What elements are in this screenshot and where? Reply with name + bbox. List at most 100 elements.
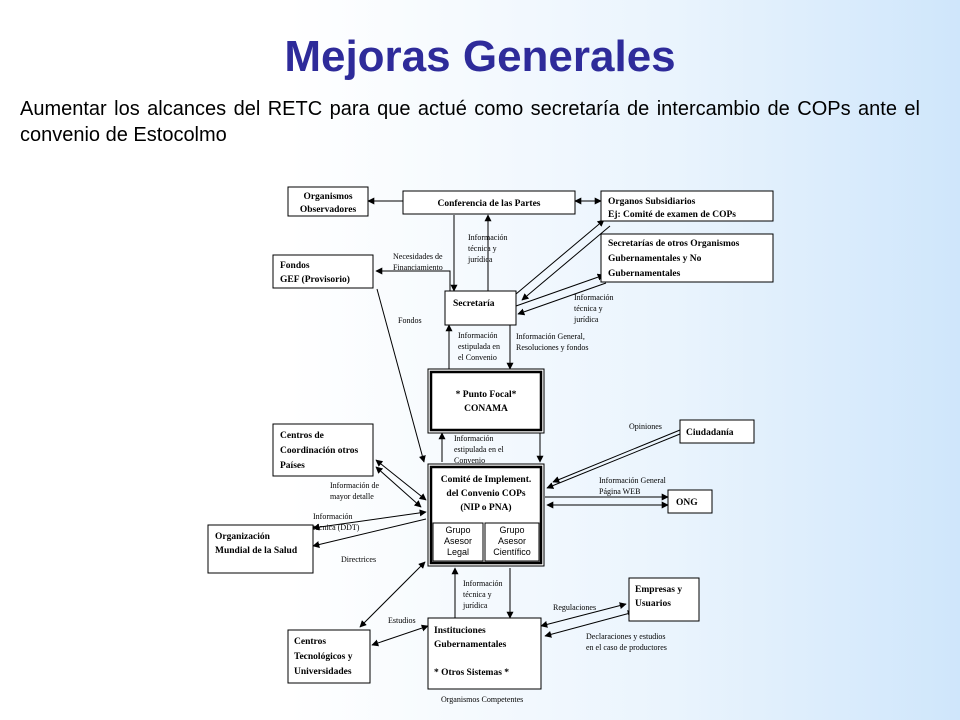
box-comite-line2: del Convenio COPs xyxy=(446,489,525,499)
label-line: Información xyxy=(454,434,494,443)
label-declaraciones: Declaraciones y estudios en el caso de p… xyxy=(586,632,667,652)
connectors xyxy=(312,197,681,647)
box-grupo-legal-line3: Legal xyxy=(447,547,469,557)
label-line: jurídica xyxy=(573,315,599,324)
box-oms-line2: Mundial de la Salud xyxy=(215,546,298,556)
label-info-tecnica-juridica-conferencia: Información técnica y jurídica xyxy=(467,233,508,264)
box-punto-focal-line2: CONAMA xyxy=(464,404,508,414)
box-conferencia: Conferencia de las Partes xyxy=(402,190,576,215)
box-instituciones-line3: * Otros Sistemas * xyxy=(434,668,509,678)
label-line: estipulada en el xyxy=(454,445,505,454)
label-line: Información xyxy=(458,331,498,340)
label-line: Necesidades de xyxy=(393,252,443,261)
label-line: Financiamiento xyxy=(393,263,443,272)
label-line: Regulaciones xyxy=(553,603,596,612)
box-centros-tecnologicos-line2: Tecnológicos y xyxy=(294,652,353,662)
label-info-estipulada-comite: Información estipulada en el Convenio xyxy=(454,434,505,465)
label-line: Información General, xyxy=(516,332,585,341)
label-line: Opiniones xyxy=(629,422,662,431)
box-fondos-line2: GEF (Provisorio) xyxy=(280,274,350,285)
box-comite-line1: Comité de Implement. xyxy=(441,475,532,485)
label-line: Organismos Competentes xyxy=(441,695,523,704)
slide-title: Mejoras Generales xyxy=(284,32,676,81)
label-line: Información xyxy=(313,512,353,521)
label-line: Estudios xyxy=(388,616,416,625)
box-instituciones: Instituciones Gubernamentales * Otros Si… xyxy=(427,617,542,690)
box-grupo-cientifico-line3: Científico xyxy=(493,547,531,557)
box-secretaria: Secretaría xyxy=(444,290,517,326)
label-line: Información xyxy=(468,233,508,242)
box-observadores: Organismos Observadores xyxy=(287,186,369,217)
label-line: Declaraciones y estudios xyxy=(586,632,666,641)
box-grupo-cientifico-line1: Grupo xyxy=(499,525,524,535)
label-organismos-competentes: Organismos Competentes xyxy=(441,695,523,704)
label-info-tecnica-juridica-secretarias: Información técnica y jurídica xyxy=(573,293,614,324)
label-info-tecnica-ddt: Información técnica (DDT) xyxy=(313,512,360,532)
box-ong: ONG xyxy=(667,489,713,514)
label-line: Fondos xyxy=(398,316,422,325)
box-punto-focal: * Punto Focal* CONAMA xyxy=(427,368,545,434)
label-line: jurídica xyxy=(462,601,488,610)
box-centros-coordinacion: Centros de Coordinación otros Países xyxy=(272,423,374,477)
box-grupo-legal: Grupo Asesor Legal xyxy=(432,522,484,562)
box-centros-coordinacion-line2: Coordinación otros xyxy=(280,446,359,456)
label-line: jurídica xyxy=(467,255,493,264)
label-line: en el caso de productores xyxy=(586,643,667,652)
label-line: Información xyxy=(574,293,614,302)
label-info-estipulada-secretaria: Información estipulada en el Convenio xyxy=(458,331,500,362)
label-info-mayor-detalle: Información de mayor detalle xyxy=(330,481,380,501)
box-instituciones-line2: Gubernamentales xyxy=(434,640,507,650)
box-oms: Organización Mundial de la Salud xyxy=(207,524,314,574)
box-otras-secretarias-line3: Gubernamentales xyxy=(608,269,681,279)
box-subsidiarios: Organos Subsidiarios Ej: Comité de exame… xyxy=(600,190,774,222)
box-grupo-legal-line2: Asesor xyxy=(444,536,472,546)
box-centros-tecnologicos: Centros Tecnológicos y Universidades xyxy=(287,629,371,684)
label-necesidades-financiamiento: Necesidades de Financiamiento xyxy=(393,252,443,272)
box-instituciones-line1: Instituciones xyxy=(434,626,486,636)
label-line: técnica y xyxy=(463,590,492,599)
box-subsidiarios-line2: Ej: Comité de examen de COPs xyxy=(608,210,736,220)
box-centros-tecnologicos-line1: Centros xyxy=(294,637,326,647)
box-otras-secretarias-line2: Gubernamentales y No xyxy=(608,254,702,264)
box-centros-coordinacion-line1: Centros de xyxy=(280,431,324,441)
label-line: Página WEB xyxy=(599,487,640,496)
label-info-general-resoluciones: Información General, Resoluciones y fond… xyxy=(516,332,588,352)
box-otras-secretarias-line1: Secretarías de otros Organismos xyxy=(608,239,740,249)
label-line: Información General xyxy=(599,476,667,485)
box-empresas: Empresas y Usuarios xyxy=(628,577,700,622)
box-fondos-line1: Fondos xyxy=(280,261,310,271)
box-grupo-cientifico-line2: Asesor xyxy=(498,536,526,546)
box-comite: Comité de Implement. del Convenio COPs (… xyxy=(427,463,545,567)
box-oms-line1: Organización xyxy=(215,532,271,542)
box-comite-line3: (NIP o PNA) xyxy=(460,502,511,513)
box-observadores-line2: Observadores xyxy=(300,205,357,215)
label-line: Directrices xyxy=(341,555,376,564)
label-line: técnica y xyxy=(574,304,603,313)
box-fondos: Fondos GEF (Provisorio) xyxy=(272,254,374,289)
slide-subtitle: Aumentar los alcances del RETC para que … xyxy=(20,98,920,146)
box-grupo-cientifico: Grupo Asesor Científico xyxy=(484,522,540,562)
box-grupo-legal-line1: Grupo xyxy=(445,525,470,535)
label-line: el Convenio xyxy=(458,353,497,362)
label-fondos: Fondos xyxy=(398,316,422,325)
box-centros-coordinacion-line3: Países xyxy=(280,461,305,471)
box-ciudadania-label: Ciudadanía xyxy=(686,428,734,438)
label-line: Resoluciones y fondos xyxy=(516,343,588,352)
label-estudios: Estudios xyxy=(388,616,416,625)
label-info-general-web: Información General Página WEB xyxy=(599,476,667,496)
label-line: estipulada en xyxy=(458,342,500,351)
connector-labels: Información técnica y jurídica Necesidad… xyxy=(313,233,667,704)
label-line: Información de xyxy=(330,481,380,490)
box-punto-focal-line1: * Punto Focal* xyxy=(456,390,517,400)
box-conferencia-label: Conferencia de las Partes xyxy=(438,199,541,209)
label-line: técnica (DDT) xyxy=(313,523,360,532)
label-line: Información xyxy=(463,579,503,588)
box-ciudadania: Ciudadanía xyxy=(679,419,755,444)
box-centros-tecnologicos-line3: Universidades xyxy=(294,667,352,677)
label-line: Convenio xyxy=(454,456,485,465)
box-empresas-line1: Empresas y xyxy=(635,585,682,595)
box-otras-secretarias: Secretarías de otros Organismos Gubernam… xyxy=(600,233,774,283)
label-line: técnica y xyxy=(468,244,497,253)
box-subsidiarios-line1: Organos Subsidiarios xyxy=(608,197,696,207)
label-line: mayor detalle xyxy=(330,492,374,501)
